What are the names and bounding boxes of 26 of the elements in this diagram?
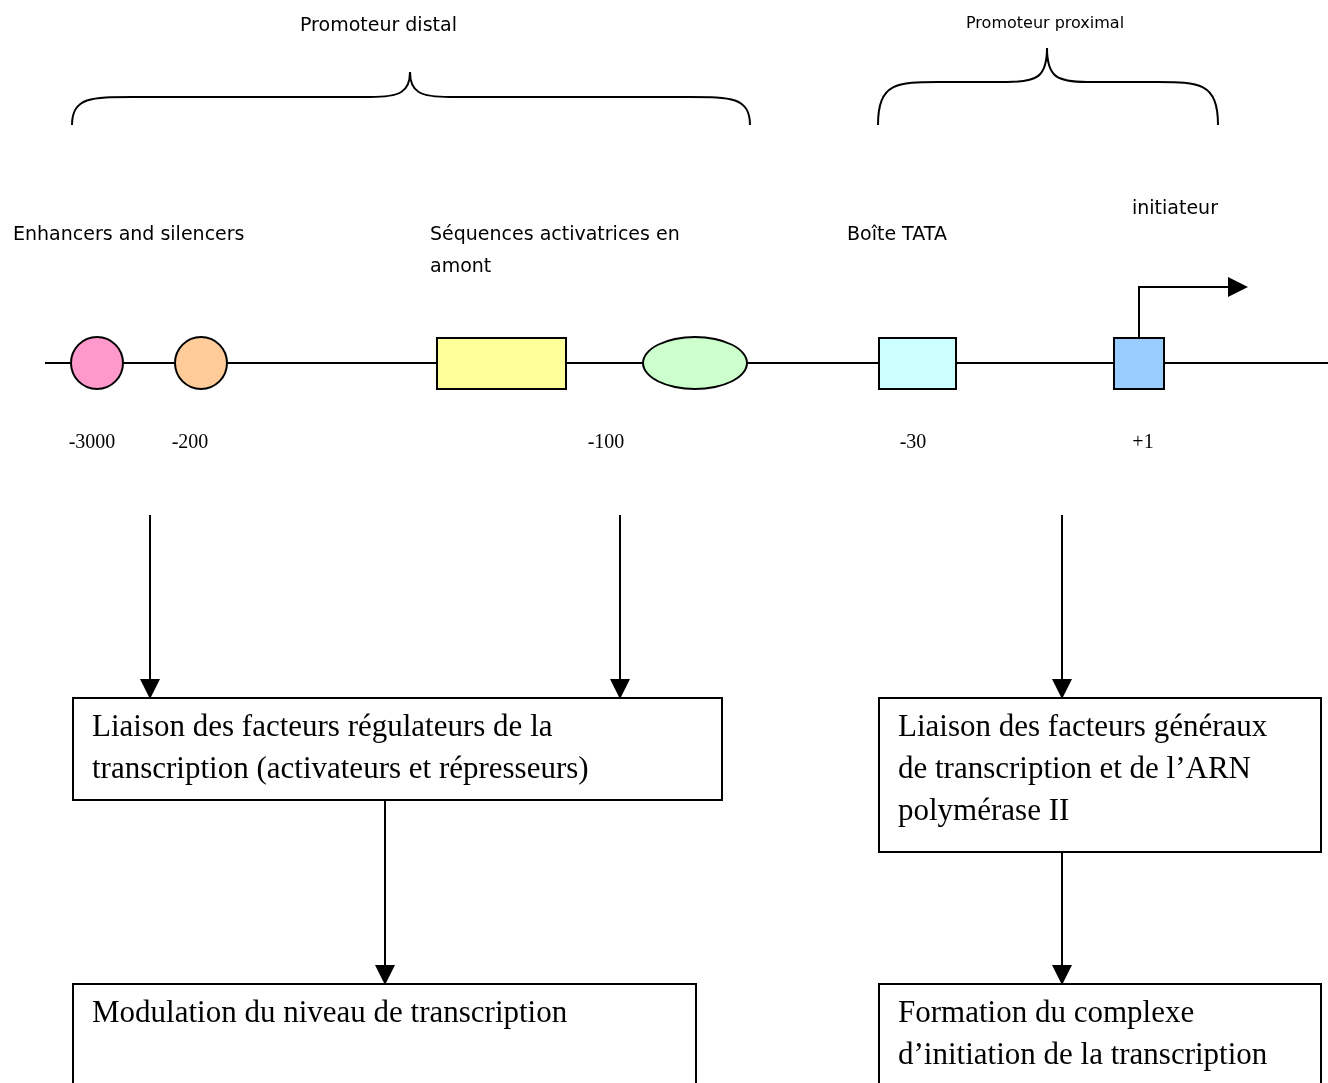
position-label: -30 [899, 429, 927, 454]
arrow [140, 514, 160, 699]
section-heading: Promoteur proximal [966, 12, 1125, 34]
text-box: Liaison des facteurs généraux de transcription et de l’ARN polymérase II [878, 697, 1322, 853]
element-label: Boîte TATA [847, 221, 947, 246]
element-label: initiateur [1132, 195, 1218, 220]
circle-element [70, 336, 124, 390]
section-heading: Promoteur distal [300, 12, 457, 37]
element-label: Enhancers and silencers [13, 221, 245, 246]
box-element [878, 337, 957, 390]
position-label: -100 [587, 429, 625, 454]
arrow [1052, 852, 1072, 985]
arrow [375, 800, 395, 985]
box-element [436, 337, 567, 390]
text-box: Modulation du niveau de transcription [72, 983, 697, 1083]
position-label: -3000 [68, 429, 116, 454]
arrow [1138, 277, 1248, 338]
position-label: -200 [171, 429, 209, 454]
text-box: Liaison des facteurs régulateurs de la transcription (activateurs et répresseurs) [72, 697, 723, 801]
box-element [1113, 337, 1165, 390]
position-label: +1 [1132, 429, 1154, 454]
circle-element [174, 336, 228, 390]
element-label: Séquences activatrices en amont [430, 221, 681, 278]
text-box: Formation du complexe d’initiation de la transcription [878, 983, 1322, 1083]
arrow [1052, 514, 1072, 699]
arrow [610, 514, 630, 699]
